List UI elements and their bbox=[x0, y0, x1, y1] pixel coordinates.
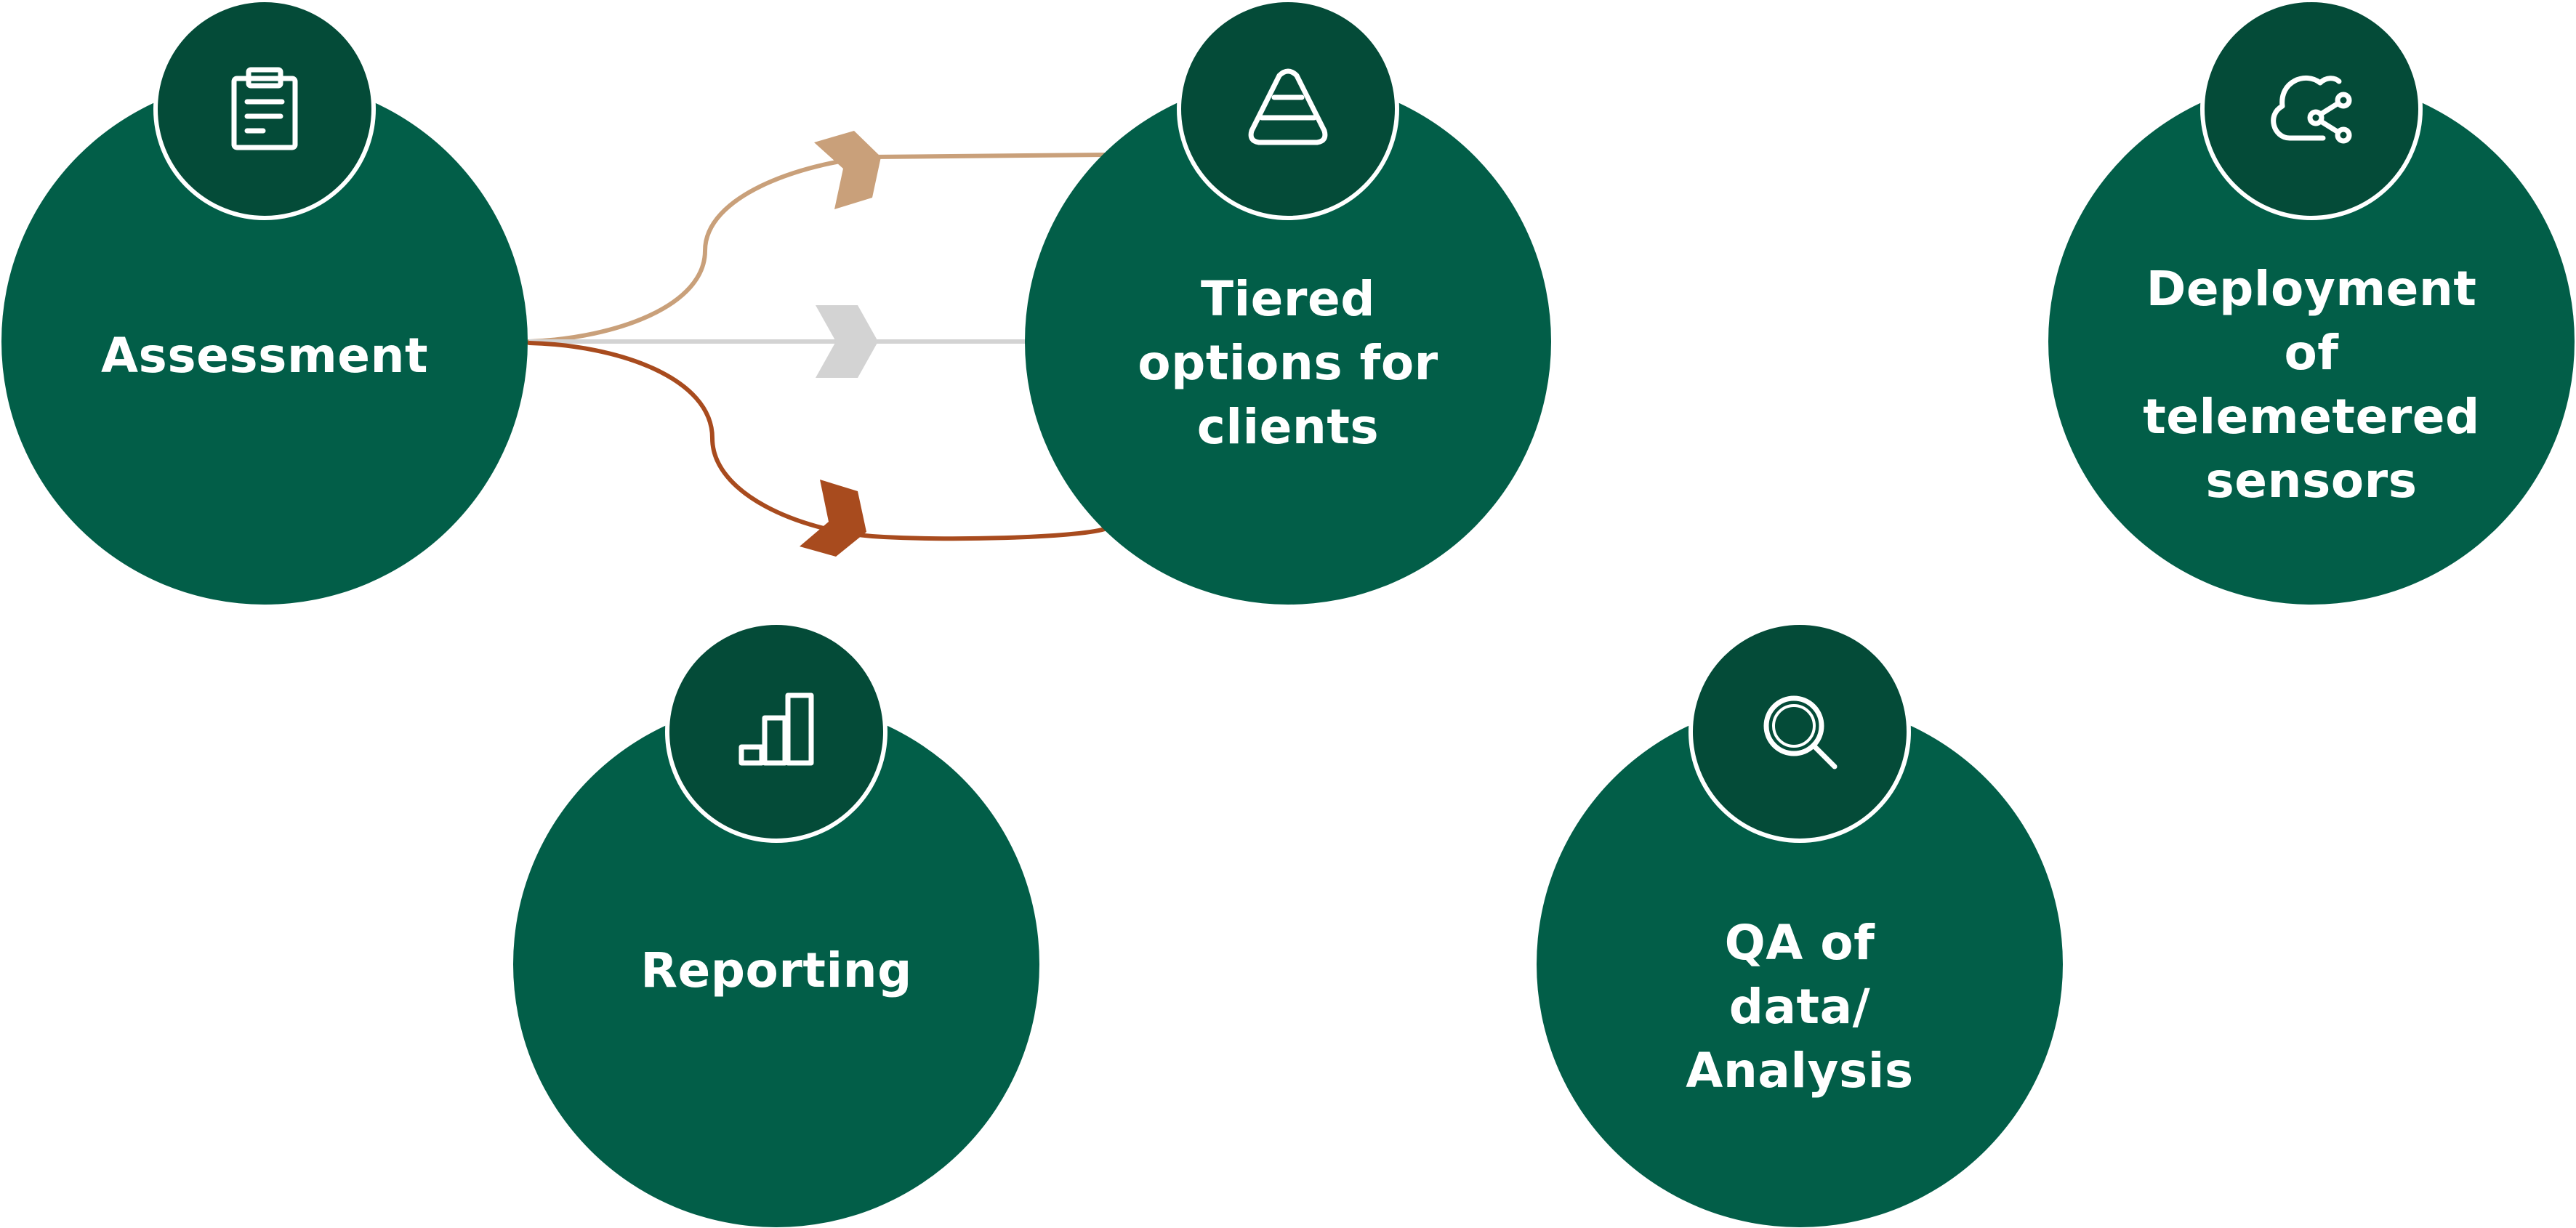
clipboard-icon bbox=[231, 67, 298, 150]
arrow-bottom-line bbox=[527, 341, 1107, 541]
tiered-options-circle bbox=[1025, 78, 1551, 605]
arrow-top bbox=[527, 131, 1107, 344]
deployment-circle bbox=[2048, 78, 2575, 605]
reporting-circle bbox=[513, 701, 1039, 1227]
arrow-bottom-head bbox=[800, 480, 866, 557]
pyramid-icon bbox=[1248, 68, 1328, 145]
qa-analysis-circle bbox=[1537, 701, 2063, 1227]
assessment-badge bbox=[153, 0, 376, 220]
icon-badges bbox=[153, 0, 2423, 843]
assessment-circle bbox=[1, 78, 528, 605]
step-circles bbox=[1, 78, 2575, 1227]
magnifier-icon bbox=[1763, 695, 1838, 769]
bar-chart-icon bbox=[738, 692, 814, 766]
tiered-options-badge bbox=[1177, 0, 1399, 220]
arrow-bottom bbox=[527, 341, 1107, 557]
branch-arrows bbox=[527, 131, 1107, 557]
arrow-middle-head bbox=[816, 305, 878, 378]
qa-analysis-badge bbox=[1689, 621, 1911, 843]
reporting-badge bbox=[665, 621, 887, 843]
arrow-middle bbox=[529, 305, 1032, 378]
icons bbox=[231, 67, 2352, 769]
arrow-top-head bbox=[814, 131, 881, 209]
arrow-top-line bbox=[527, 153, 1107, 344]
deployment-badge bbox=[2200, 0, 2423, 220]
cloud-network-icon bbox=[2271, 75, 2352, 144]
